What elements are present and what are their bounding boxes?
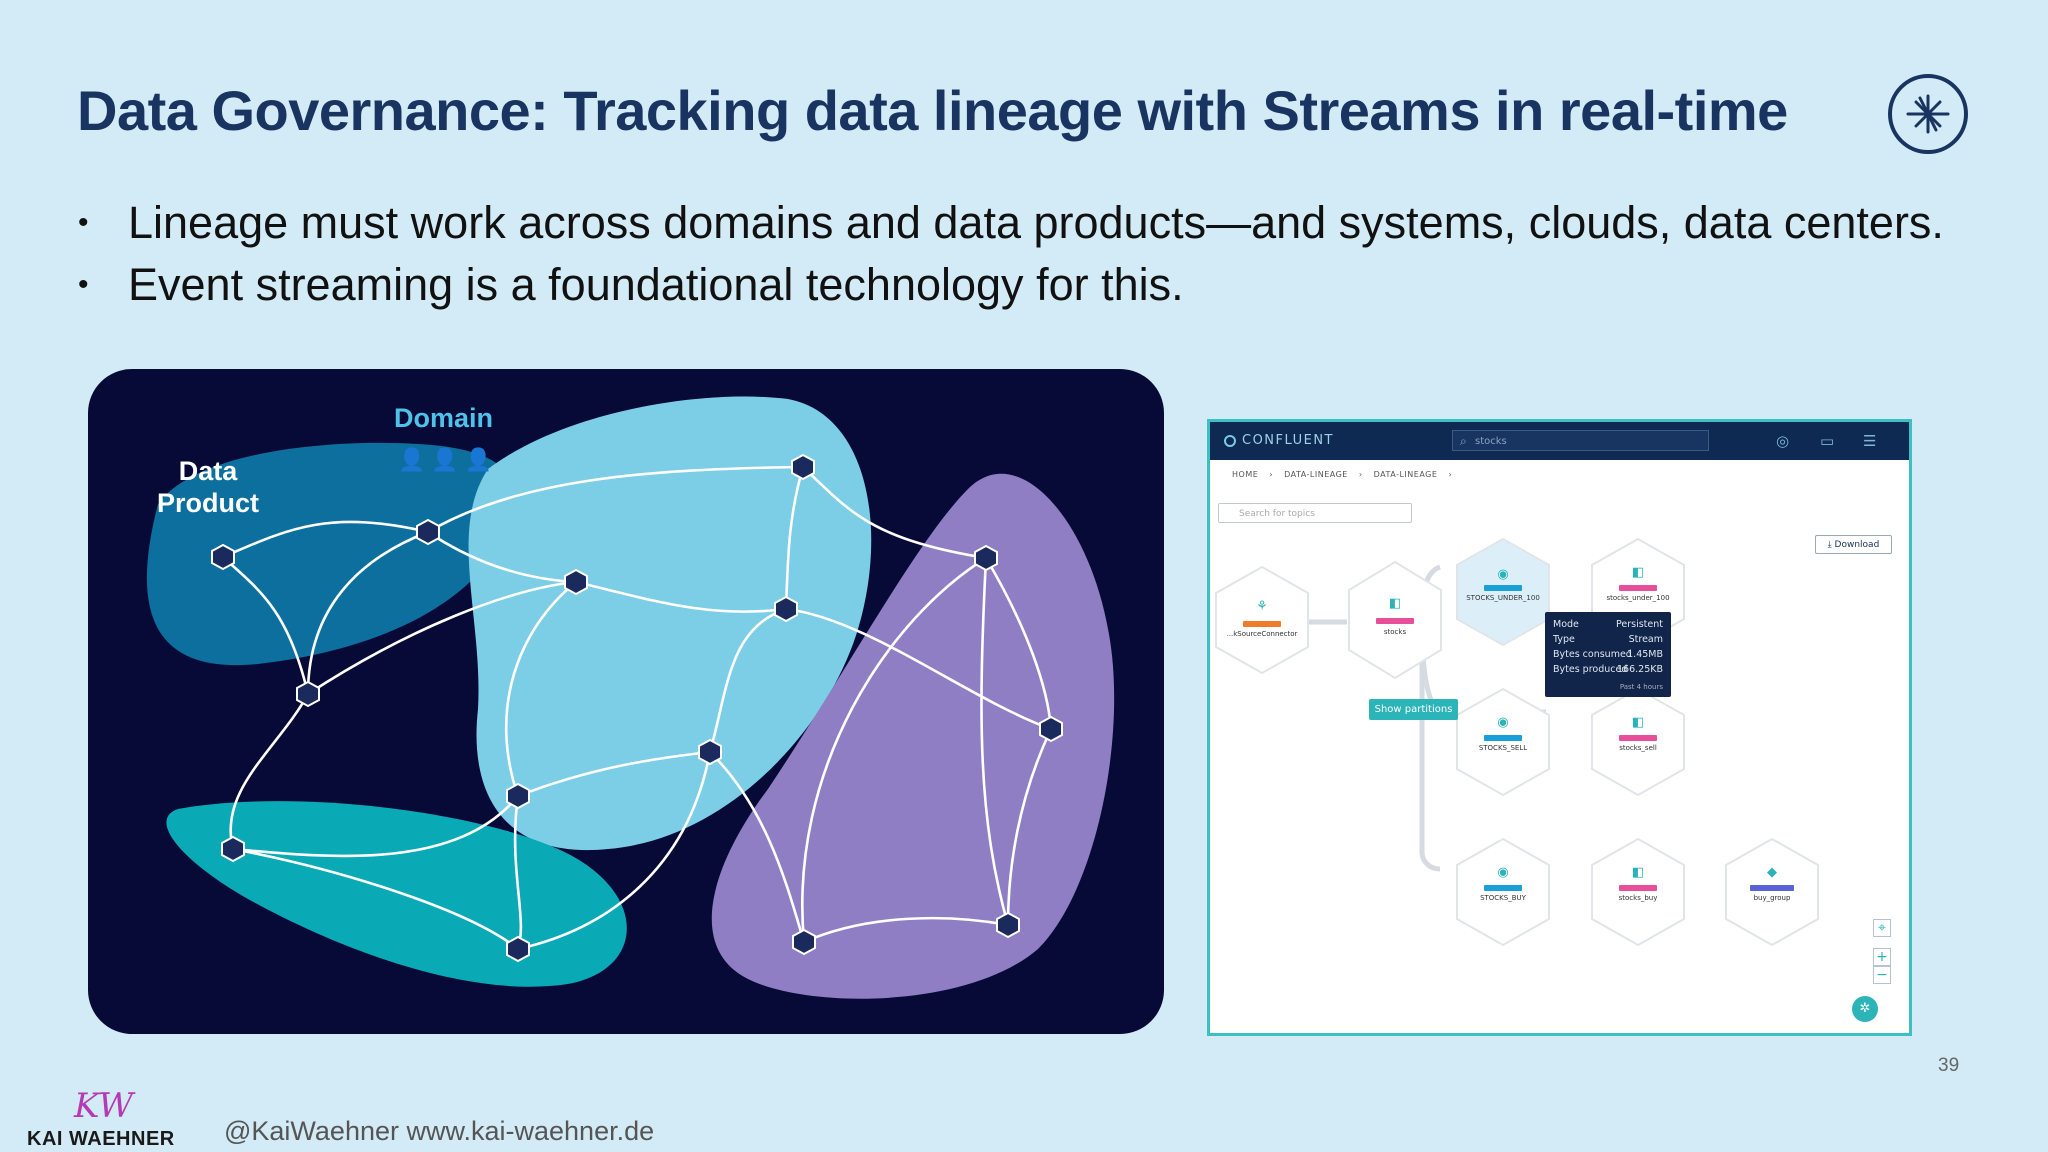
topic-badge [1619, 885, 1657, 891]
kw-logo-mark: KW [74, 1086, 134, 1126]
network-node [698, 738, 722, 766]
data-product-blob [146, 442, 516, 666]
breadcrumb: HOME › DATA-LINEAGE › DATA-LINEAGE › [1232, 470, 1453, 479]
network-node [416, 518, 440, 546]
brand[interactable]: CONFLUENT [1224, 433, 1334, 448]
network-node [211, 543, 235, 571]
network-node [564, 568, 588, 596]
ksql-icon: ◉ [1497, 715, 1509, 730]
breadcrumb-data-lineage[interactable]: DATA-LINEAGE [1284, 470, 1348, 479]
topic-icon: ◧ [1631, 715, 1645, 730]
bullet-list: Lineage must work across domains and dat… [78, 192, 1944, 316]
download-button[interactable]: ⤓ Download [1815, 535, 1892, 554]
network-node [792, 928, 816, 956]
domain-blob-light [468, 396, 872, 851]
domain-label: Domain [394, 403, 494, 433]
people-icon: 👤👤👤 [398, 447, 499, 472]
lineage-node-stocks-buy-topic[interactable]: ◧ stocks_buy [1590, 837, 1686, 947]
topic-badge [1619, 735, 1657, 741]
topic-search-input[interactable]: Search for topics [1218, 503, 1412, 523]
domain-blob-purple [711, 473, 1115, 999]
footer-handle: @KaiWaehner www.kai-waehner.de [224, 1116, 655, 1146]
connector-badge [1243, 621, 1281, 627]
ksql-icon: ◉ [1497, 567, 1509, 582]
lineage-node-connector[interactable]: ⚘ ...kSourceConnector [1214, 565, 1310, 675]
lineage-node-stocks-buy-ksql[interactable]: ◉ STOCKS_BUY [1455, 837, 1551, 947]
topic-badge [1619, 585, 1657, 591]
ksql-badge [1484, 585, 1522, 591]
breadcrumb-home[interactable]: HOME [1232, 470, 1259, 479]
ksql-icon: ◉ [1497, 865, 1509, 880]
confluent-brand-icon [1224, 435, 1236, 447]
network-node [996, 911, 1020, 939]
lineage-node-stocks-sell-topic[interactable]: ◧ stocks_sell [1590, 687, 1686, 797]
network-node [506, 935, 530, 963]
lineage-node-stocks-under-100-ksql[interactable]: ◉ STOCKS_UNDER_100 [1455, 537, 1551, 647]
data-product-label: Data Product [156, 456, 259, 518]
custom-app-icon: ◆ [1767, 865, 1777, 880]
topic-badge [1376, 618, 1414, 624]
page-number: 39 [1938, 1055, 1960, 1076]
app-topbar: CONFLUENT stocks ◎ ▭ ☰ [1210, 422, 1909, 460]
data-mesh-diagram: Domain 👤👤👤 Data Product [88, 369, 1164, 1034]
zoom-in-button[interactable]: + [1873, 948, 1891, 966]
custom-app-badge [1750, 885, 1794, 891]
fit-view-button[interactable]: ⌖ [1873, 919, 1891, 937]
zoom-out-button[interactable]: − [1873, 966, 1891, 984]
topic-icon: ◧ [1388, 596, 1402, 611]
lineage-node-stocks-sell-ksql[interactable]: ◉ STOCKS_SELL [1455, 687, 1551, 797]
search-input[interactable]: stocks [1452, 430, 1709, 452]
bullet-item: Event streaming is a foundational techno… [78, 254, 1944, 316]
settings-fab-button[interactable]: ✲ [1852, 996, 1878, 1022]
ksql-badge [1484, 885, 1522, 891]
network-node [1039, 715, 1063, 743]
breadcrumb-data-lineage[interactable]: DATA-LINEAGE [1373, 470, 1438, 479]
network-node [774, 595, 798, 623]
kai-waehner-logo: KW KAI WAEHNER [24, 1086, 184, 1150]
network-node [221, 835, 245, 863]
confluent-lineage-window: CONFLUENT stocks ◎ ▭ ☰ HOME › DATA-LINEA… [1207, 419, 1912, 1036]
logo-name: KAI WAEHNER [27, 1128, 175, 1150]
confluent-logo-icon [1888, 74, 1968, 154]
show-partitions-button[interactable]: Show partitions [1369, 699, 1458, 720]
topic-icon: ◧ [1631, 565, 1645, 580]
network-node [791, 453, 815, 481]
chat-icon[interactable]: ▭ [1820, 432, 1835, 450]
network-node [506, 782, 530, 810]
ksql-badge [1484, 735, 1522, 741]
network-node [296, 680, 320, 708]
help-icon[interactable]: ◎ [1776, 432, 1790, 450]
lineage-node-buy-group[interactable]: ◆ buy_group [1724, 837, 1820, 947]
slide-title: Data Governance: Tracking data lineage w… [77, 79, 1788, 142]
menu-icon[interactable]: ☰ [1863, 432, 1877, 450]
lineage-node-stocks[interactable]: ◧ stocks [1347, 560, 1443, 680]
connector-icon: ⚘ [1256, 599, 1268, 614]
network-node [974, 544, 998, 572]
bullet-item: Lineage must work across domains and dat… [78, 192, 1944, 254]
topic-icon: ◧ [1631, 865, 1645, 880]
